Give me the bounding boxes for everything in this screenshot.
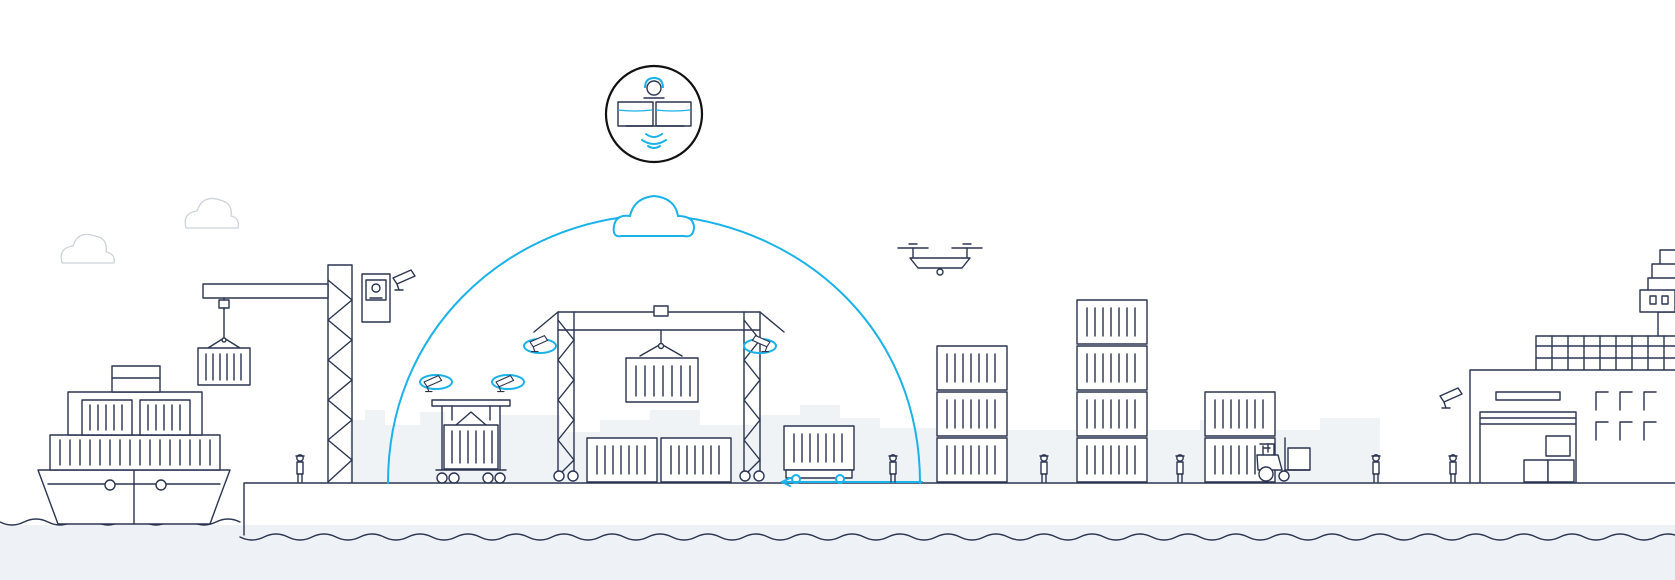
drone-icon [897, 243, 983, 276]
forklift-icon [1256, 437, 1311, 482]
cloud-right [184, 197, 239, 229]
container-ship [37, 365, 231, 525]
gantry-crane [533, 305, 785, 482]
security-camera-icon [523, 335, 557, 354]
container-stack-2 [1076, 299, 1148, 483]
security-camera-icon [392, 269, 416, 291]
security-camera-icon [419, 374, 453, 393]
pier [243, 482, 1675, 536]
warehouse-icon [1469, 249, 1675, 483]
operator-with-monitors-icon [604, 64, 704, 164]
cloud-icon [612, 194, 696, 238]
straddle-carrier [431, 399, 511, 484]
cloud-left [60, 233, 115, 264]
security-camera-icon [491, 374, 525, 393]
container-stack-1 [936, 345, 1008, 483]
tower-crane [197, 264, 391, 483]
dock-worker-icon [1448, 454, 1458, 483]
dock-worker-icon [295, 454, 305, 483]
automated-vehicle [779, 425, 923, 487]
security-camera-icon [743, 335, 777, 354]
water [0, 518, 1675, 580]
connectivity-dome [387, 194, 921, 484]
security-camera-icon [1439, 387, 1463, 409]
